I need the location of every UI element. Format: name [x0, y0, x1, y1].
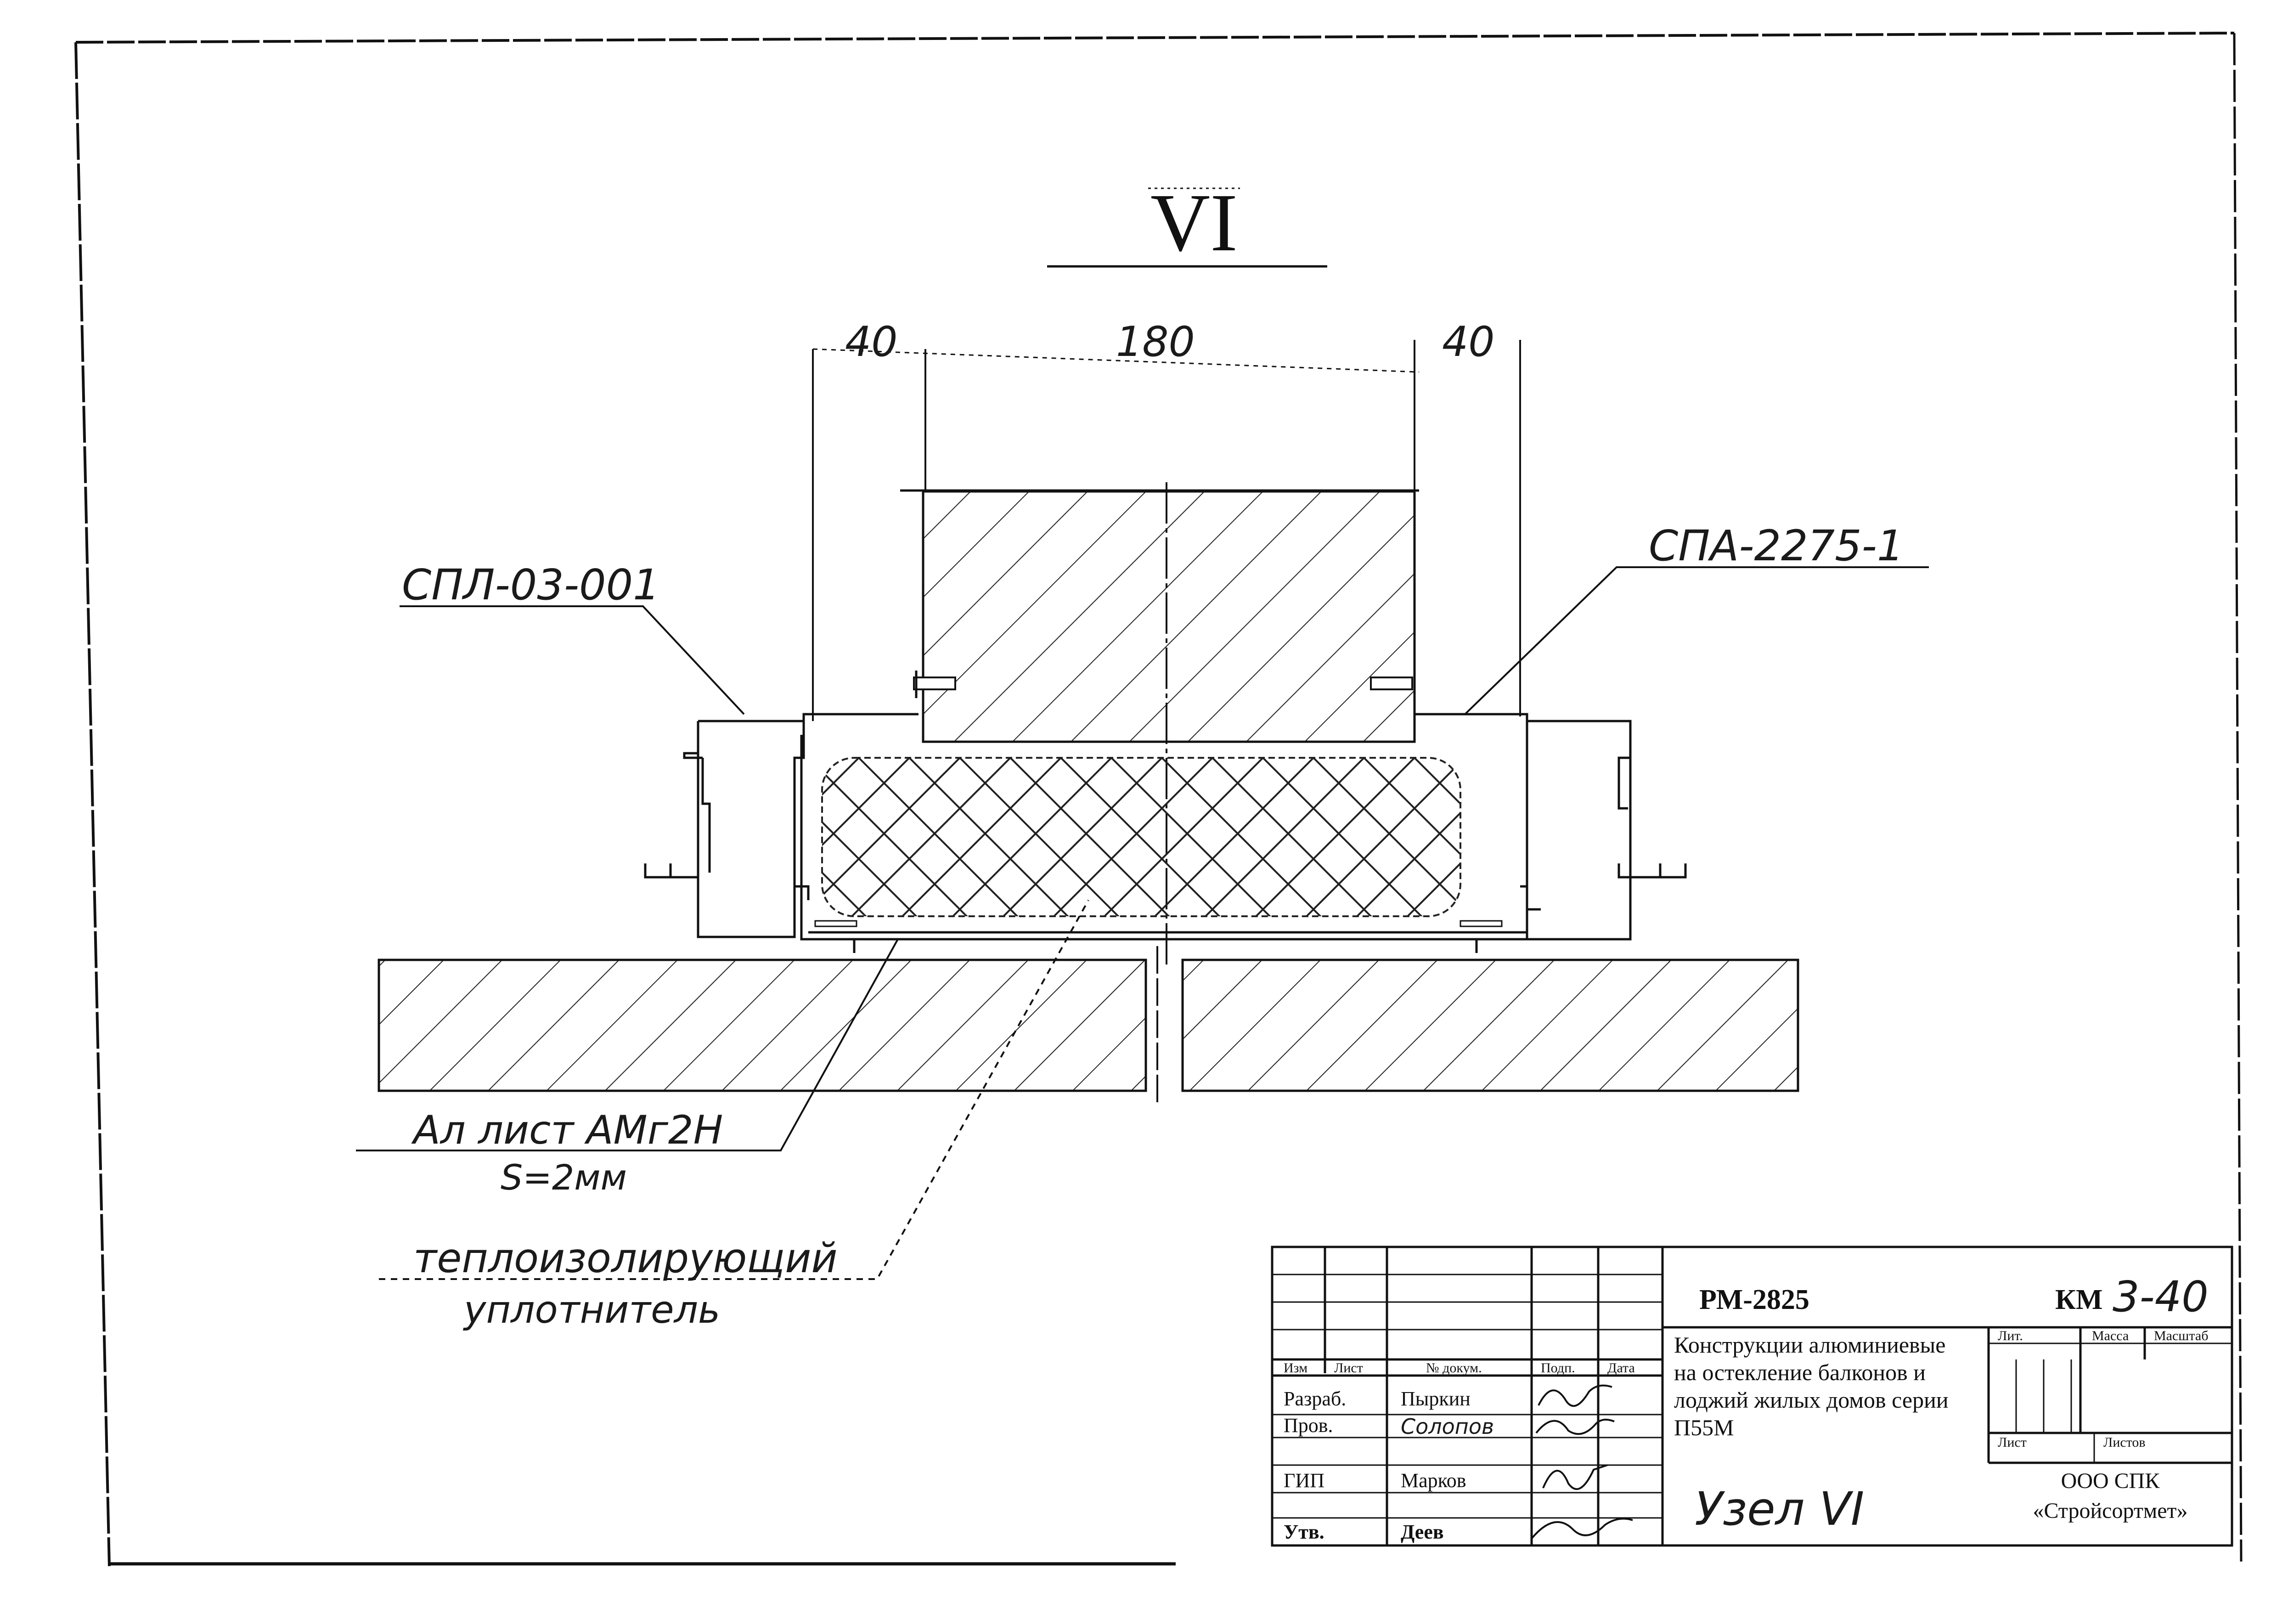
description-line-2: на остекление балконов и — [1674, 1359, 1926, 1385]
bottom-sheet — [800, 735, 1527, 953]
leader-lines — [356, 566, 1929, 1280]
callout-sheet-line1: Ал лист АМг2Н — [411, 1107, 723, 1153]
callout-left-profile: СПЛ-03-001 — [402, 560, 660, 609]
sheets-header: Листов — [2103, 1435, 2146, 1450]
view-label: VI — [1047, 177, 1327, 268]
sheet-code-number: 3-40 — [2113, 1272, 2209, 1321]
name-checker: Солопов — [1401, 1414, 1494, 1439]
screw-right-icon — [1370, 671, 1416, 698]
role-approver: Утв. — [1284, 1521, 1324, 1543]
sheet-border — [74, 32, 2243, 1567]
description-line-4: П55М — [1674, 1415, 1734, 1440]
node-title: Узел VI — [1695, 1482, 1864, 1536]
organization-line-1: ООО СПК — [2061, 1469, 2160, 1493]
sheet-header: Лист — [1998, 1435, 2027, 1450]
callout-sealant-line2: уплотнитель — [462, 1288, 720, 1332]
screw-left-icon — [913, 671, 956, 698]
scale-header: Масштаб — [2154, 1328, 2208, 1343]
view-label-text: VI — [1150, 177, 1238, 268]
callout-sealant-line1: теплоизолирующий — [413, 1235, 838, 1282]
signature-marks — [1531, 1384, 1633, 1539]
name-developer: Пыркин — [1401, 1387, 1471, 1410]
name-chief-engineer: Марков — [1401, 1469, 1466, 1492]
document-code: РМ-2825 — [1699, 1284, 1809, 1315]
glass-unit — [900, 482, 1419, 964]
sheet-code-prefix: КМ — [2055, 1284, 2102, 1315]
header-doc-no: № докум. — [1426, 1360, 1482, 1376]
dimension-middle: 180 — [1116, 318, 1195, 366]
header-list: Лист — [1334, 1360, 1363, 1376]
title-block — [1271, 1246, 2233, 1547]
callout-right-profile: СПА-2275-1 — [1649, 521, 1904, 570]
thermal-sealant — [821, 757, 1461, 917]
header-izm: Изм — [1284, 1360, 1307, 1376]
header-date: Дата — [1607, 1360, 1635, 1376]
left-profile — [644, 713, 919, 938]
right-profile — [1415, 713, 1687, 941]
description-line-3: лоджий жилых домов серии — [1674, 1387, 1949, 1413]
role-chief-engineer: ГИП — [1284, 1469, 1324, 1492]
callout-sheet-line2: S=2мм — [501, 1157, 627, 1198]
dimension-left: 40 — [845, 318, 898, 366]
mass-header: Масса — [2092, 1328, 2129, 1343]
organization-line-2: «Стройсортмет» — [2033, 1499, 2188, 1523]
base-slab-left — [378, 959, 1147, 1092]
header-sign: Подп. — [1541, 1360, 1575, 1376]
dimension-right: 40 — [1442, 318, 1495, 366]
description-line-1: Конструкции алюминиевые — [1674, 1332, 1945, 1358]
title-block-text: РМ-2825 КМ 3-40 Конструкции алюминиевые … — [1284, 1272, 2209, 1543]
lit-header: Лит. — [1998, 1328, 2023, 1343]
dimension-lines: 40 180 40 — [812, 318, 1521, 721]
name-approver: Деев — [1401, 1521, 1444, 1543]
role-checker: Пров. — [1284, 1414, 1333, 1437]
role-developer: Разраб. — [1284, 1387, 1346, 1410]
base-slab-right — [1181, 959, 1799, 1092]
